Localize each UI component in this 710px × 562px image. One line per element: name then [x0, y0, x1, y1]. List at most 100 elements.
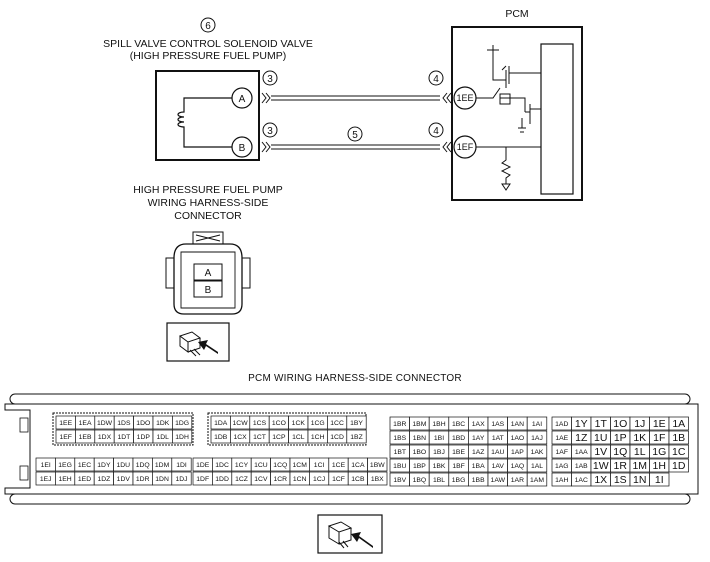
pcm-pin-label: 1CZ [235, 476, 248, 483]
pcm-pin-label: 1CX [233, 434, 247, 441]
pcm-pin-label: 1M [632, 460, 647, 472]
pcm-pin-label: 1AL [531, 463, 543, 470]
pcm-pin-label: 1AZ [472, 449, 484, 456]
pcm-ic [540, 43, 574, 195]
pcm-pin-label: 1AK [531, 449, 544, 456]
pcm-pin-label: 1R [614, 460, 628, 472]
pcm-pin-label: 1BK [433, 463, 446, 470]
pcm-pin-cell [526, 458, 548, 473]
pcm-pin-label: 1A [672, 418, 685, 430]
terminal-b [231, 136, 253, 158]
pcm-pin-label: 1P [614, 432, 627, 444]
pcm-pin-label: 1DB [214, 434, 228, 441]
pcm-pin-label: 1AW [491, 477, 506, 484]
pcm-pin-label: 1DA [214, 420, 228, 427]
pcm-pin-label: 1CG [311, 420, 325, 427]
pcm-pin-label: 1AM [530, 477, 544, 484]
pcm-pin-label: 1AA [575, 449, 588, 456]
pcm-pin-label: 1AH [555, 477, 568, 484]
pcm-pin-label: 1CS [253, 420, 267, 427]
pcm-pin-label: 1DU [116, 462, 130, 469]
pcm-pin-label: 1BP [413, 463, 426, 470]
pcm-pin-cell [346, 415, 367, 430]
driver-circuit-upper [476, 45, 541, 133]
pcm-pin-cell [668, 430, 689, 445]
pcm-pin-cell [367, 471, 388, 486]
pcm-pin-label: 1BN [413, 435, 426, 442]
terminal-1ef-label: 1EF [457, 142, 474, 152]
pcm-pin-label: 1AF [556, 449, 568, 456]
driver-circuit-lower [476, 146, 541, 191]
device-title-line1: SPILL VALVE CONTROL SOLENOID VALVE [103, 38, 313, 50]
pcm-pin-label: 1DN [155, 476, 169, 483]
pcm-pin-label: 1AT [492, 435, 504, 442]
pcm-pin-label: 1AO [511, 435, 525, 442]
pcm-pin-label: 1Q [613, 446, 627, 458]
pcm-pin-label: 1DO [136, 420, 150, 427]
pcm-pin-cell [526, 430, 548, 445]
pcm-pin-label: 1F [653, 432, 665, 444]
pcm-pin-label: 1E [653, 418, 666, 430]
pcm-pin-label: 1CC [330, 420, 344, 427]
pcm-pin-label: 1EH [58, 476, 71, 483]
pcm-pin-label: 1BE [452, 449, 465, 456]
pcm-pin-label: 1CH [311, 434, 325, 441]
pcm-pin-cell [649, 472, 670, 487]
pcm-pin-label: 1EE [59, 420, 72, 427]
pcm-pin-label: 1AG [555, 463, 569, 470]
pcm-pin-label: 1BW [370, 462, 385, 469]
pcm-pin-label: 1CA [351, 462, 365, 469]
pcm-pin-label: 1BX [371, 476, 384, 483]
pcm-pin-cell [668, 458, 689, 473]
pcm-pin-label: 1AU [491, 449, 504, 456]
pcm-pin-label: 1DC [215, 462, 229, 469]
pcm-pin-label: 1D [672, 460, 686, 472]
terminal-a-label: A [239, 94, 246, 105]
pcm-pin-label: 1CV [254, 476, 268, 483]
pcm-pin-label: 1BO [413, 449, 427, 456]
pcm-pin-label: 1CQ [273, 462, 287, 469]
pcm-label: PCM [505, 8, 528, 20]
wiring-diagram: 6 3 3 4 4 5 A B 1EE 1EF PCM SPILL VALVE … [103, 8, 583, 222]
pcm-pin-label: 1AV [492, 463, 505, 470]
pcm-pin-label: 1BI [434, 435, 444, 442]
pcm-pin-label: 1J [634, 418, 645, 430]
callout-3b: 3 [267, 126, 273, 137]
pcm-pin-label: 1BG [452, 477, 466, 484]
solenoid-coil-icon [177, 97, 233, 148]
pcm-pin-cell [526, 416, 548, 431]
pcm-pin-label: 1DF [196, 476, 209, 483]
pcm-pin-label: 1AI [532, 421, 542, 428]
pcm-pin-cell [526, 472, 548, 487]
pcm-pin-label: 1DP [137, 434, 151, 441]
hp-pin-b: B [205, 285, 212, 296]
pcm-pin-label: 1DX [98, 434, 112, 441]
pcm-connector-title: PCM WIRING HARNESS-SIDE CONNECTOR [248, 373, 462, 384]
solenoid-valve-box [155, 70, 260, 161]
terminal-b-label: B [239, 143, 246, 154]
pcm-pin-label: 1AR [511, 477, 524, 484]
pcm-pin-label: 1BZ [350, 434, 362, 441]
pcm-pin-cell [668, 444, 689, 459]
pcm-pin-label: 1AB [575, 463, 588, 470]
pcm-pin-label: 1Y [575, 418, 588, 430]
hp-connector-face: A B [165, 231, 251, 315]
pcm-pin-label: 1K [633, 432, 646, 444]
terminal-1ee-label: 1EE [456, 93, 473, 103]
pcm-pin-label: 1EB [79, 434, 92, 441]
pcm-pin-cell [346, 429, 367, 444]
pcm-pin-label: 1EG [58, 462, 72, 469]
pcm-pin-label: 1BV [393, 477, 406, 484]
pcm-pin-label: 1CF [332, 476, 345, 483]
pcm-pin-cell [367, 457, 388, 472]
pcm-pin-label: 1BM [412, 421, 426, 428]
pcm-pin-label: 1CK [292, 420, 306, 427]
pcm-pin-cell [172, 429, 193, 444]
pcm-pin-label: 1CD [330, 434, 344, 441]
device-title-line2: (HIGH PRESSURE FUEL PUMP) [130, 50, 287, 62]
pcm-box [451, 26, 583, 201]
pcm-pin-label: 1I [655, 474, 664, 486]
pcm-pin-label: 1BS [393, 435, 406, 442]
pcm-pin-label: 1BR [393, 421, 406, 428]
